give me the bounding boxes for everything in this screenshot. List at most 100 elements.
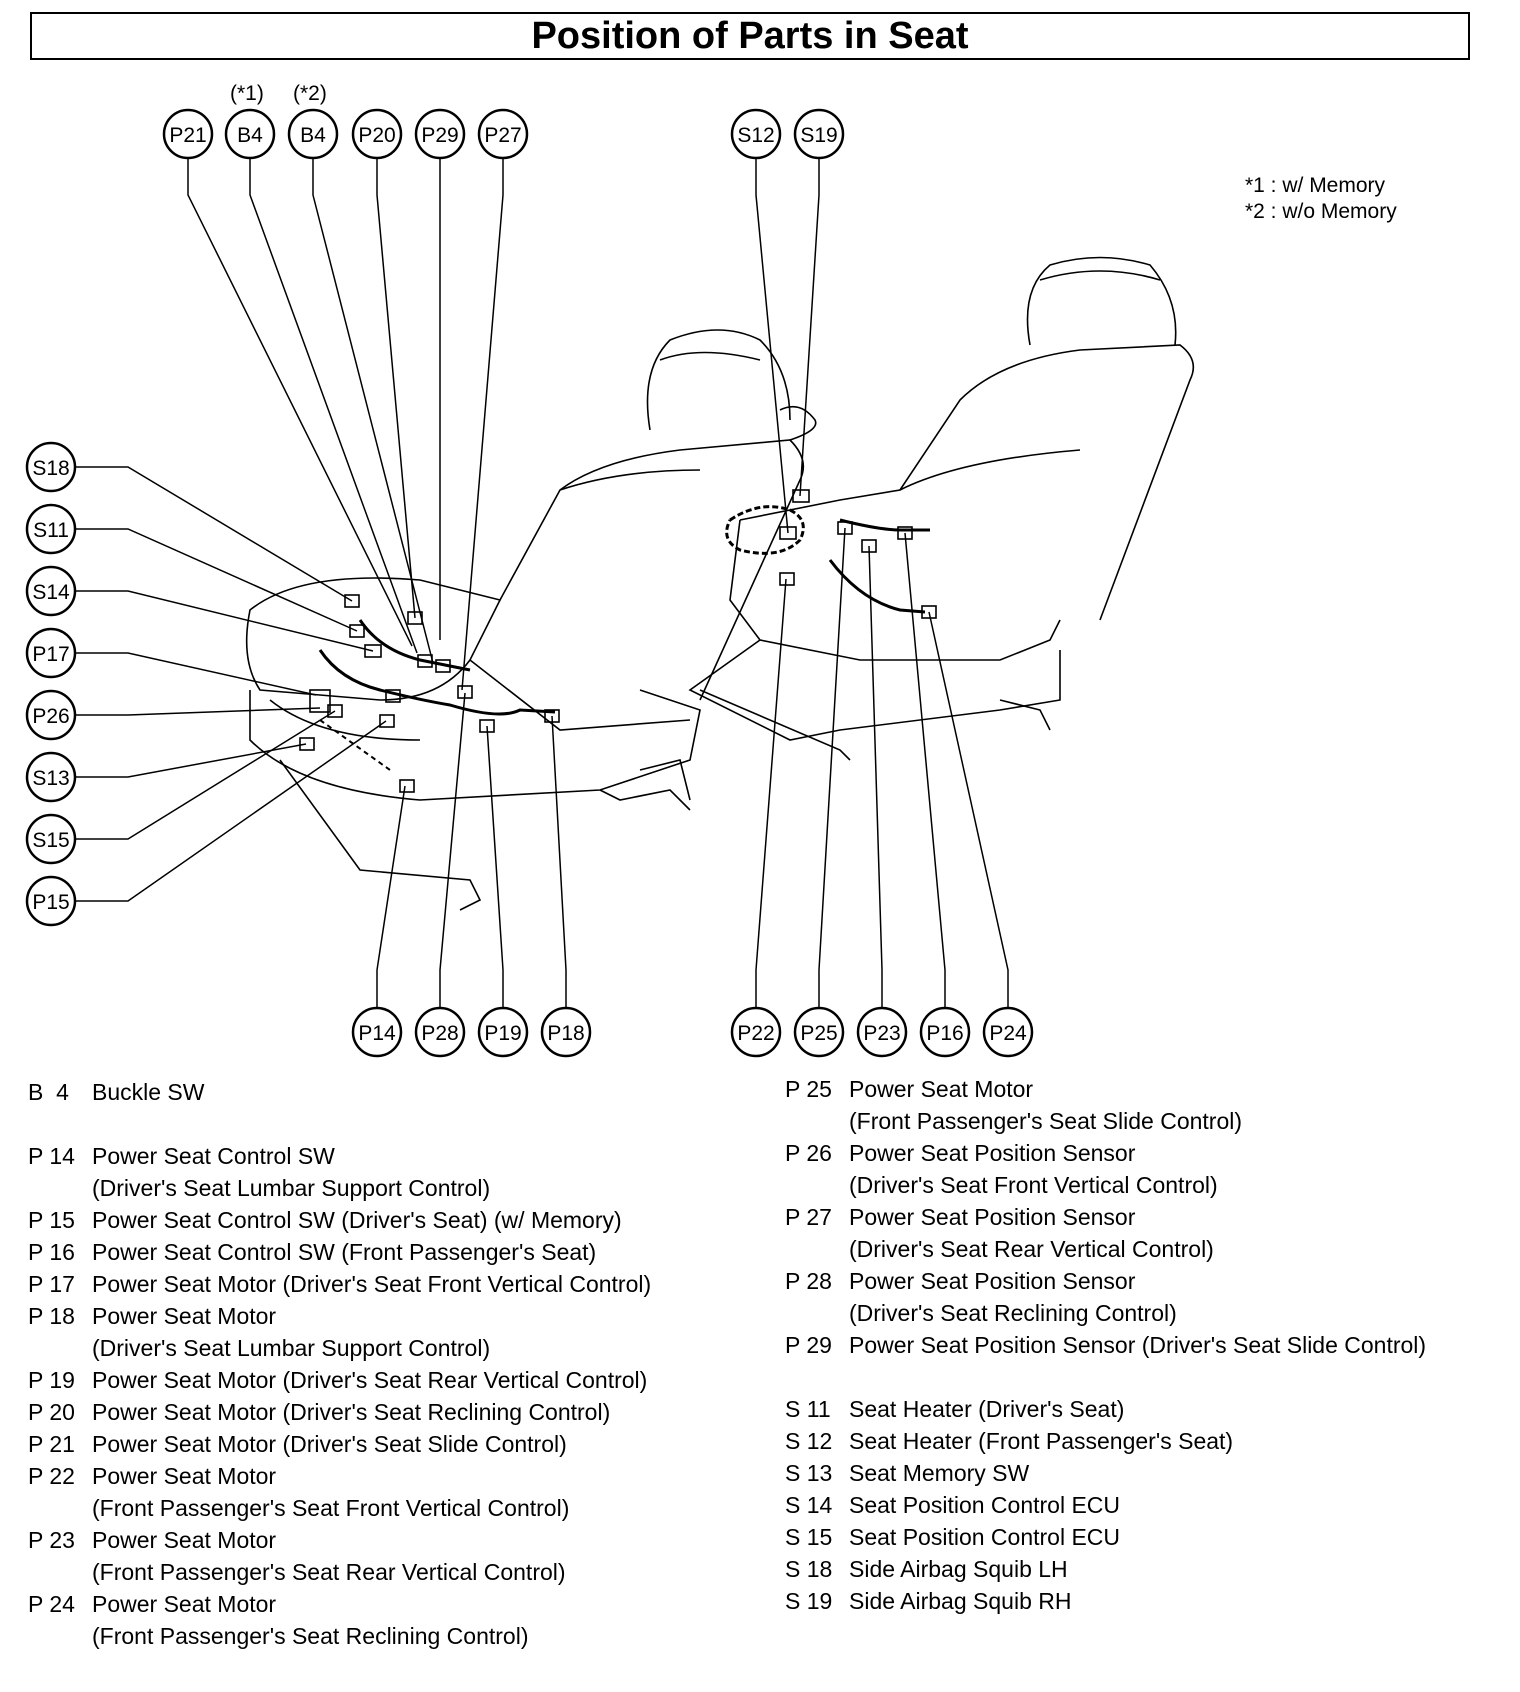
callout-p15 (25, 875, 77, 927)
legend-description-line: Seat Heater (Driver's Seat) (849, 1396, 1125, 1422)
legend-description-line: Seat Position Control ECU (849, 1492, 1121, 1518)
callout-top-left (25, 108, 1034, 1058)
legend-code: P 17 (28, 1271, 75, 1297)
legend-description: Power Seat Motor (Driver's Seat Rear Ver… (92, 1364, 647, 1396)
legend-description-line: Power Seat Motor (92, 1303, 277, 1329)
callout-s12 (730, 108, 782, 160)
legend-item: S 14 Seat Position Control ECU (785, 1489, 1426, 1521)
legend-description: Power Seat Motor (Driver's Seat Front Ve… (92, 1268, 651, 1300)
legend-description: Power Seat Position Sensor(Driver's Seat… (849, 1265, 1177, 1329)
legend-description: Power Seat Motor(Front Passenger's Seat … (849, 1073, 1242, 1137)
legend-code: P 22 (28, 1463, 75, 1489)
legend-item: P 22 Power Seat Motor(Front Passenger's S… (28, 1460, 651, 1524)
legend-description: Seat Position Control ECU (849, 1489, 1120, 1521)
legend-code: P 27 (785, 1204, 832, 1230)
label-s19: S19 (800, 124, 837, 147)
label-p28: P28 (421, 1022, 458, 1045)
legend-description-line: (Front Passenger's Seat Front Vertical C… (92, 1495, 570, 1521)
legend-description-line: (Driver's Seat Lumbar Support Control) (92, 1335, 491, 1361)
callout-p22 (730, 1006, 782, 1058)
legend-item: P 14 Power Seat Control SW (Driver's Seat … (28, 1140, 651, 1204)
legend-description: Power Seat Control SW (Front Passenger's… (92, 1236, 596, 1268)
legend-item: B 4 Buckle SW (28, 1076, 651, 1108)
legend-description-line: (Front Passenger's Seat Rear Vertical Co… (92, 1559, 566, 1585)
label-p18: P18 (547, 1022, 584, 1045)
label-s15: S15 (32, 829, 69, 852)
callout-p21 (162, 108, 214, 160)
legend-description-line: Seat Memory SW (849, 1460, 1030, 1486)
callout-p20 (351, 108, 403, 160)
legend-left: B 4 Buckle SW P 14 Power Seat Control SW (Dr… (28, 1076, 651, 1652)
legend-code: P 23 (28, 1527, 75, 1553)
legend-code: P 25 (785, 1076, 832, 1102)
callout-p26 (25, 689, 77, 741)
legend-description: Power Seat Motor (Driver's Seat Reclinin… (92, 1396, 610, 1428)
leader-lines (75, 158, 1009, 1008)
label-s18: S18 (32, 457, 69, 480)
callout-s13 (25, 751, 77, 803)
legend-code: P 26 (785, 1140, 832, 1166)
legend-description-line: Power Seat Control SW (Front Passenger's… (92, 1239, 597, 1265)
label-p21: P21 (169, 124, 206, 147)
legend-description: Power Seat Position Sensor(Driver's Seat… (849, 1201, 1214, 1265)
legend-description-line: Side Airbag Squib RH (849, 1588, 1072, 1614)
label-p20: P20 (358, 124, 395, 147)
callout-p14 (351, 1006, 403, 1058)
callout-s14 (25, 565, 77, 617)
legend-description-line: Power Seat Position Sensor (849, 1140, 1136, 1166)
label-s12: S12 (737, 124, 774, 147)
legend-code: S 19 (785, 1588, 833, 1614)
legend-code: S 15 (785, 1524, 833, 1550)
legend-code: S 14 (785, 1492, 833, 1518)
label-p16: P16 (926, 1022, 963, 1045)
callout-s18 (25, 441, 77, 493)
legend-description-line: (Driver's Seat Front Vertical Control) (849, 1172, 1218, 1198)
legend-code: S 12 (785, 1428, 833, 1454)
legend-code: P 14 (28, 1143, 75, 1169)
legend-item: S 19 Side Airbag Squib RH (785, 1585, 1426, 1617)
legend-description-line: (Driver's Seat Rear Vertical Control) (849, 1236, 1214, 1262)
legend-description-line: (Front Passenger's Seat Reclining Contro… (92, 1623, 529, 1649)
callout-p16 (919, 1006, 971, 1058)
callout-p24 (982, 1006, 1034, 1058)
legend-code: S 11 (785, 1396, 831, 1422)
label-p24: P24 (989, 1022, 1027, 1045)
legend-description-line: Power Seat Motor (Driver's Seat Front Ve… (92, 1271, 652, 1297)
page-title: Position of Parts in Seat (531, 15, 969, 57)
label-s14: S14 (32, 581, 70, 604)
legend-item: P 25 Power Seat Motor(Front Passenger's S… (785, 1073, 1426, 1137)
legend-code: P 15 (28, 1207, 75, 1233)
legend-description-line: Power Seat Motor (Driver's Seat Slide Co… (92, 1431, 567, 1457)
legend-description-line: Buckle SW (92, 1079, 205, 1105)
legend-gap (785, 1361, 1426, 1393)
legend-code: P 20 (28, 1399, 75, 1425)
callout-p23 (856, 1006, 908, 1058)
title-box: Position of Parts in Seat (30, 12, 1470, 60)
legend-description: Power Seat Motor (Driver's Seat Slide Co… (92, 1428, 567, 1460)
legend-description: Power Seat Control SW (Driver's Seat Lumb… (92, 1140, 490, 1204)
legend-item: S 11 Seat Heater (Driver's Seat) (785, 1393, 1426, 1425)
legend-description-line: Power Seat Control SW (92, 1143, 335, 1169)
legend-description: Power Seat Motor(Front Passenger's Seat … (92, 1588, 528, 1652)
legend-code: B 4 (28, 1079, 69, 1105)
legend-description-line: Power Seat Control SW (Driver's Seat) (w… (92, 1207, 622, 1233)
legend-description-line: (Driver's Seat Lumbar Support Control) (92, 1175, 491, 1201)
legend-description: Side Airbag Squib LH (849, 1553, 1068, 1585)
label-p29: P29 (421, 124, 458, 147)
callout-p25 (793, 1006, 845, 1058)
legend-description: Power Seat Motor(Front Passenger's Seat … (92, 1460, 569, 1524)
legend-right: P 25 Power Seat Motor(Front Passenger's S… (785, 1073, 1426, 1617)
legend-code: P 21 (28, 1431, 75, 1457)
legend-description: Power Seat Position Sensor (Driver's Sea… (849, 1329, 1426, 1361)
passenger-seat-drawing (688, 256, 1195, 761)
legend-description: Side Airbag Squib RH (849, 1585, 1071, 1617)
